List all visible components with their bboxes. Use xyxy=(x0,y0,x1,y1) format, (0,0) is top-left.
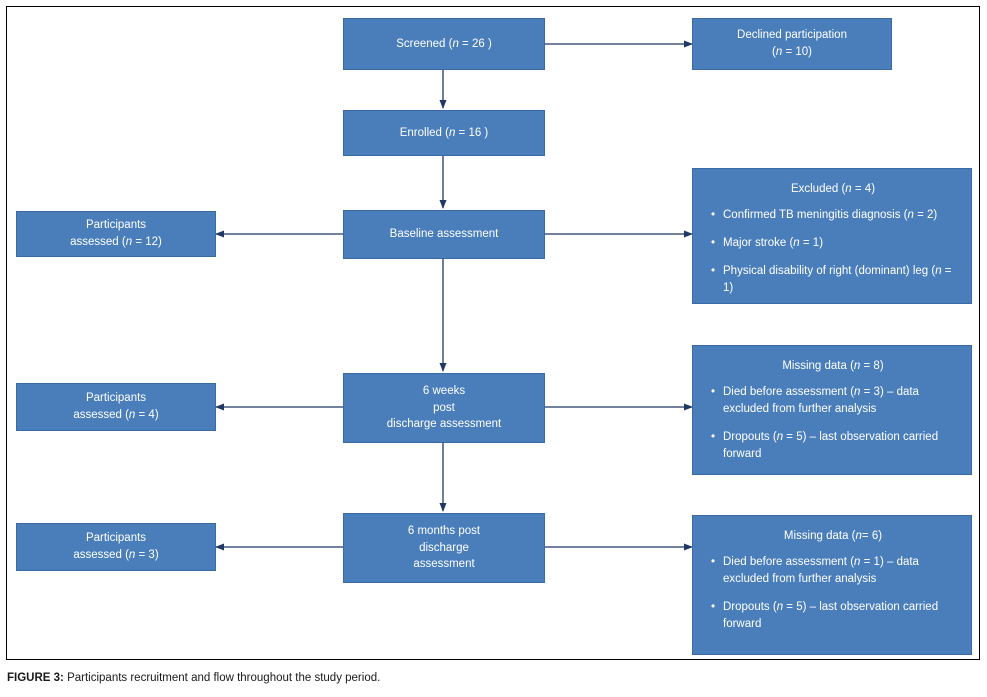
node-screened-line-0: Screened (n = 26 ) xyxy=(396,37,492,50)
node-participants-assessed-six-weeks[interactable]: Participants assessed (n = 4) xyxy=(16,383,216,431)
node-participants-assessed-six-months[interactable]: Participants assessed (n = 3) xyxy=(16,523,216,571)
node-six-months-assessment[interactable]: 6 months post discharge assessment xyxy=(343,513,545,583)
six-weeks-line-0: 6 weeks xyxy=(422,384,466,397)
six-weeks-line-1: post xyxy=(433,401,455,414)
participants-baseline-line-1: assessed (n = 12) xyxy=(70,236,162,248)
missing-six-weeks-item: Dropouts (n = 5) – last observation carr… xyxy=(711,429,957,464)
node-screened[interactable]: Screened (n = 26 ) xyxy=(343,18,545,70)
node-six-weeks-assessment[interactable]: 6 weeks post discharge assessment xyxy=(343,373,545,443)
excluded-reason-item: Major stroke (n = 1) xyxy=(711,235,957,253)
node-declined-line-0: Declined participation xyxy=(737,29,847,42)
participants-six-months-line-1: assessed (n = 3) xyxy=(73,549,159,561)
missing-six-months-item: Died before assessment (n = 1) – data ex… xyxy=(711,554,957,589)
missing-six-weeks-heading: Missing data (n = 8) xyxy=(782,360,884,372)
excluded-reason-item: Physical disability of right (dominant) … xyxy=(711,263,957,298)
participants-baseline-line-0: Participants xyxy=(85,219,147,232)
node-participants-assessed-baseline[interactable]: Participants assessed (n = 12) xyxy=(16,211,216,257)
excluded-reason-list: Confirmed TB meningitis diagnosis (n = 2… xyxy=(709,207,957,298)
node-excluded[interactable]: Excluded (n = 4) Confirmed TB meningitis… xyxy=(692,168,972,304)
missing-six-months-item: Dropouts (n = 5) – last observation carr… xyxy=(711,599,957,634)
figure-caption-text: Participants recruitment and flow throug… xyxy=(67,672,381,684)
participants-six-months-line-0: Participants xyxy=(85,532,147,545)
participants-six-weeks-line-1: assessed (n = 4) xyxy=(73,409,159,421)
figure-caption-label: FIGURE 3: xyxy=(7,672,64,684)
six-months-line-2: assessment xyxy=(413,558,475,571)
node-enrolled-line-0: Enrolled (n = 16 ) xyxy=(399,126,489,139)
missing-six-weeks-list: Died before assessment (n = 3) – data ex… xyxy=(709,384,957,464)
six-months-line-1: discharge xyxy=(419,541,469,554)
node-declined-participation[interactable]: Declined participation (n = 10) xyxy=(692,18,892,70)
missing-six-months-heading: Missing data (n= 6) xyxy=(783,530,883,542)
node-missing-data-six-months[interactable]: Missing data (n= 6) Died before assessme… xyxy=(692,515,972,655)
node-baseline-line-0: Baseline assessment xyxy=(389,228,499,241)
six-weeks-line-2: discharge assessment xyxy=(386,418,502,431)
excluded-heading: Excluded (n = 4) xyxy=(790,183,876,195)
missing-six-weeks-item: Died before assessment (n = 3) – data ex… xyxy=(711,384,957,419)
missing-six-months-list: Died before assessment (n = 1) – data ex… xyxy=(709,554,957,634)
node-baseline-assessment[interactable]: Baseline assessment xyxy=(343,210,545,259)
participants-six-weeks-line-0: Participants xyxy=(85,392,147,405)
figure-caption: FIGURE 3: Participants recruitment and f… xyxy=(7,671,967,686)
node-enrolled[interactable]: Enrolled (n = 16 ) xyxy=(343,110,545,156)
excluded-reason-item: Confirmed TB meningitis diagnosis (n = 2… xyxy=(711,207,957,225)
six-months-line-0: 6 months post xyxy=(407,524,481,537)
node-missing-data-six-weeks[interactable]: Missing data (n = 8) Died before assessm… xyxy=(692,345,972,475)
node-declined-line-1: (n = 10) xyxy=(772,46,812,58)
